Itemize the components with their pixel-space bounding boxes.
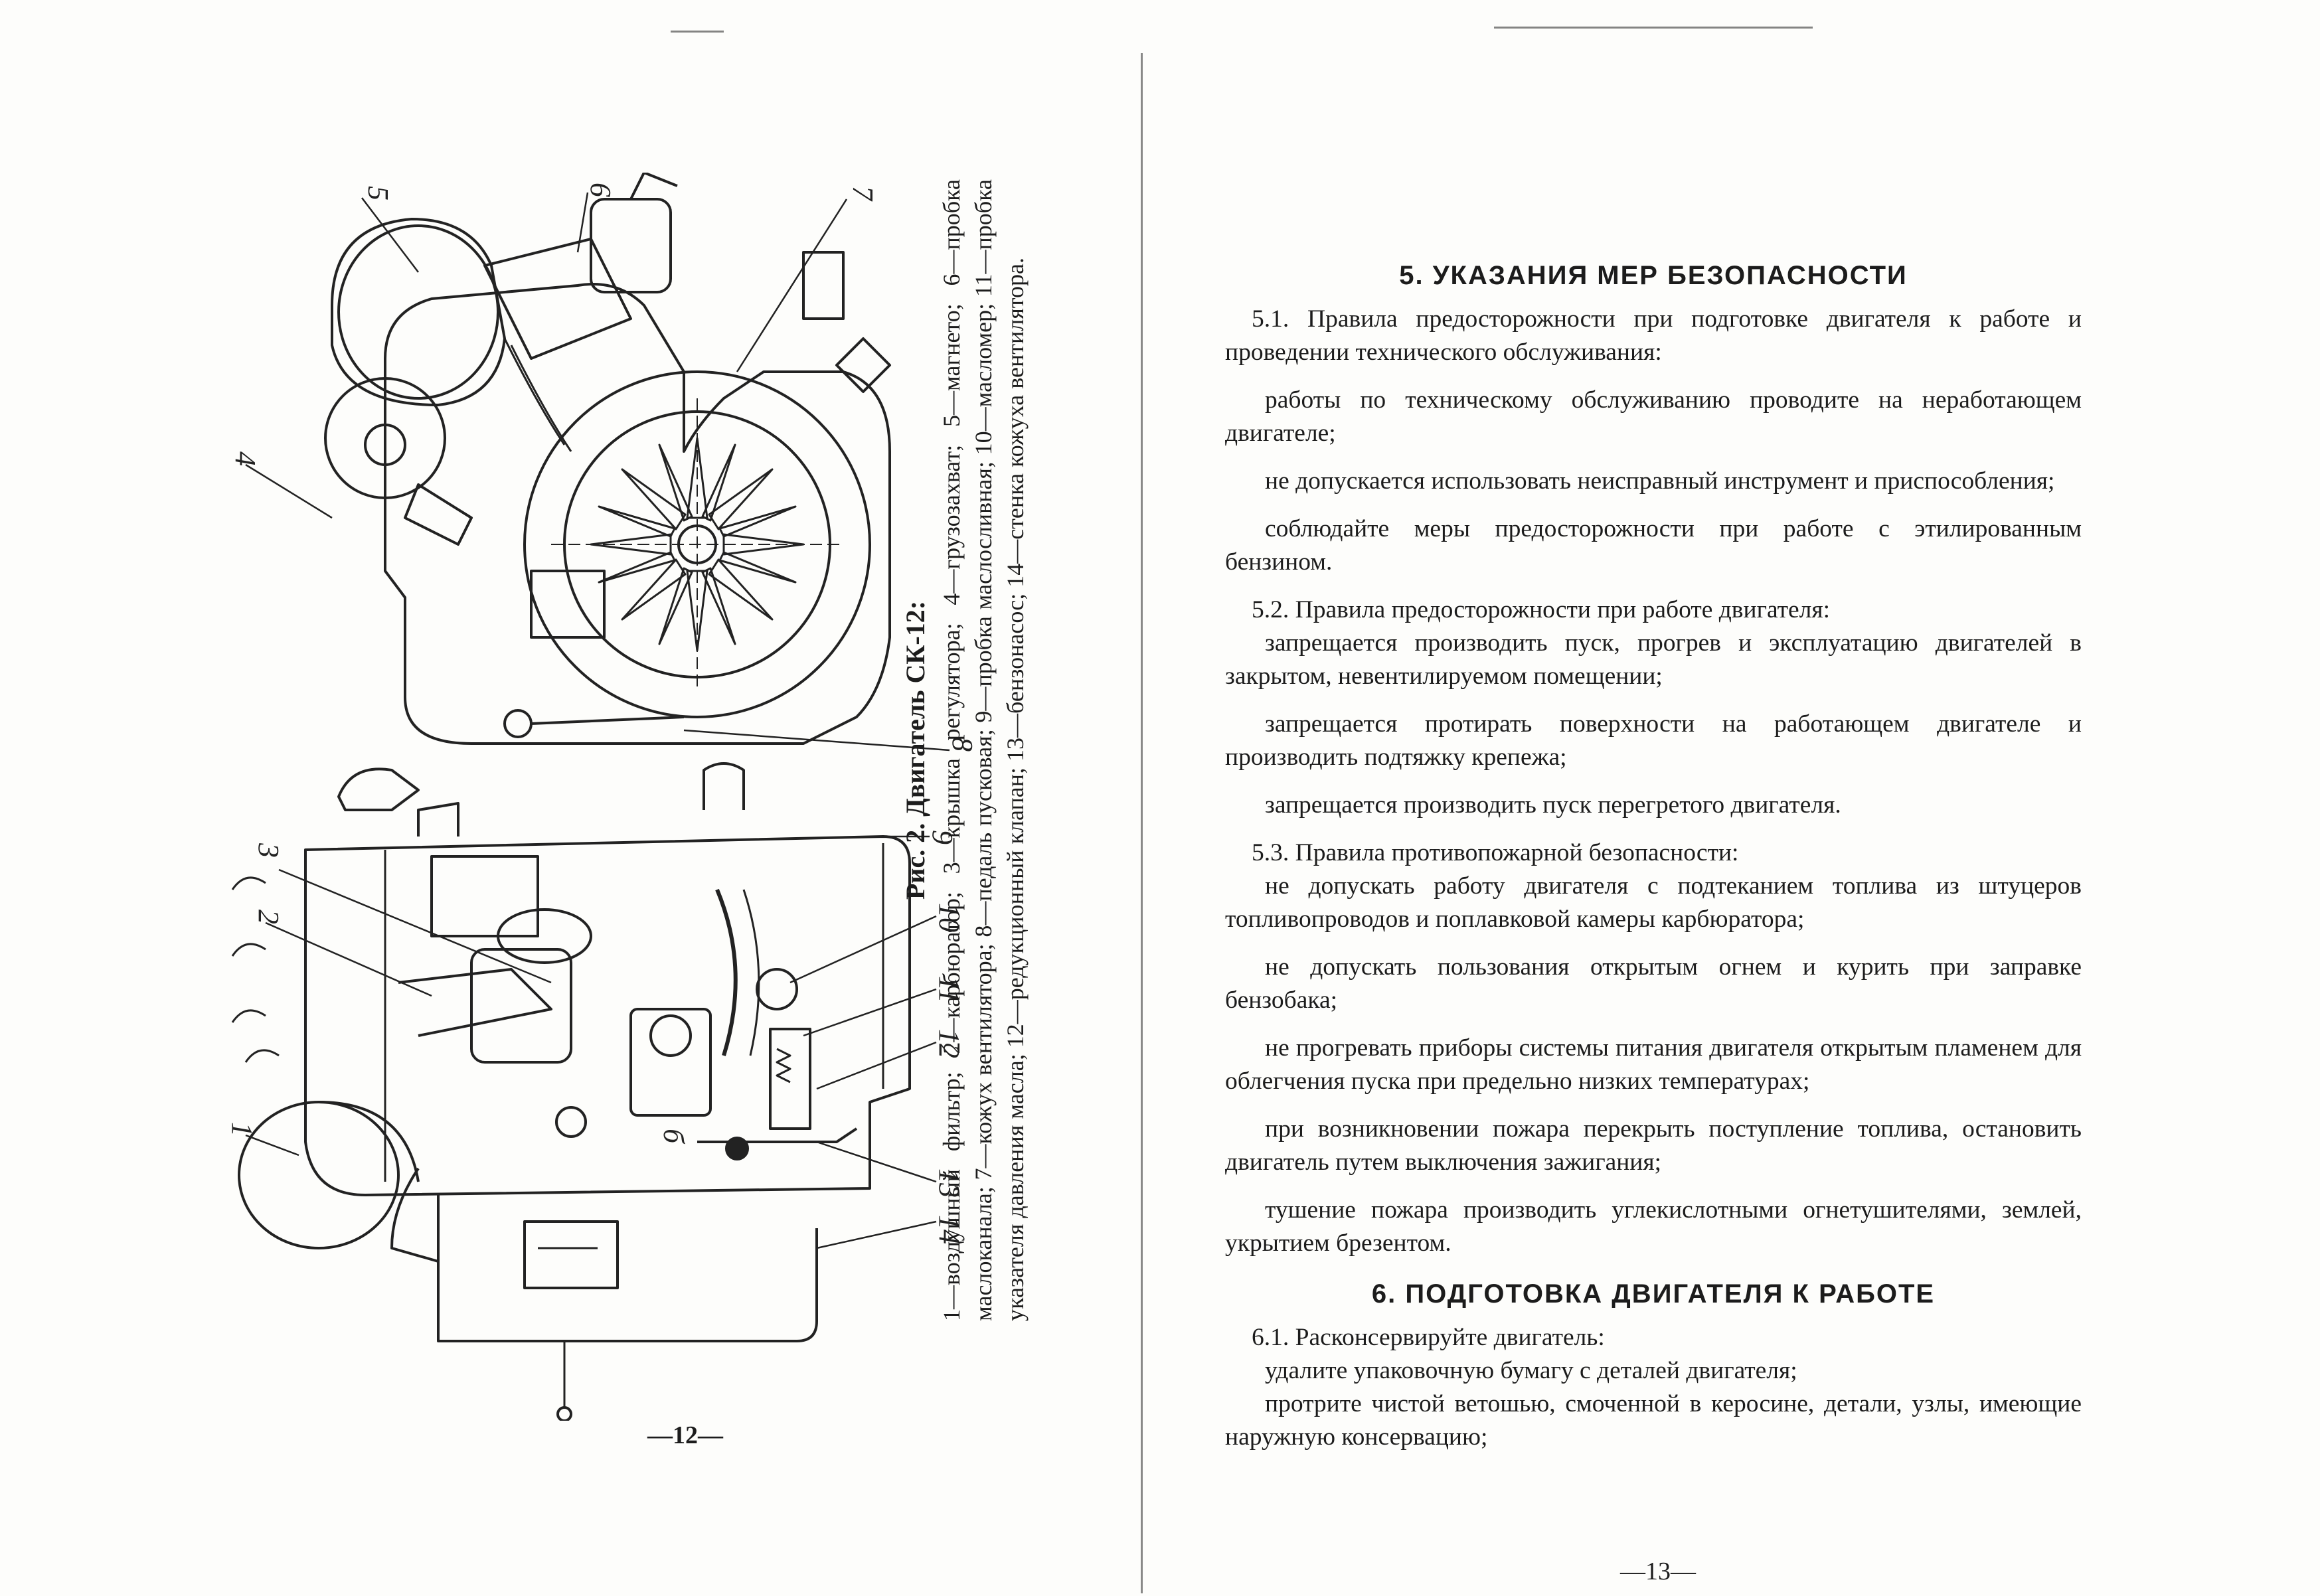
right-page-text: 5. УКАЗАНИЯ МЕР БЕЗОПАСНОСТИ 5.1. Правил… [1225,259,2082,1454]
section-5-title: 5. УКАЗАНИЯ МЕР БЕЗОПАСНОСТИ [1399,261,1908,290]
callout-11: 11 [933,976,965,1003]
callout-13: 13 [933,1168,965,1198]
callout-6: 6 [584,183,617,197]
paragraph-5-2-a: запрещается производить пуск, прогрев и … [1225,629,2082,690]
scan-edge-rule [671,31,724,33]
paragraph-5-3-b: не допускать пользования открытым огнем … [1225,953,2082,1014]
callout-b: б [657,1129,690,1145]
paragraph-6-1-b: протрите чистой ветошью, смоченной в кер… [1225,1390,2082,1451]
scan-edge-rule [1494,27,1813,29]
paragraph-5-2-c: запрещается производить пуск перегретого… [1265,791,1841,819]
engine-side-view [231,762,911,1421]
paragraph-5-3-e: тушение пожара производить углекислотным… [1225,1196,2082,1257]
paragraph-5-3-c: не прогревать приборы системы питания дв… [1225,1034,2082,1095]
callout-1: 1 [226,1122,258,1137]
page-number-right: —13— [1620,1557,1696,1585]
figure-caption: Рис. 2. Двигатель СК-12: 1—воздушный фил… [900,179,1099,1321]
callout-10: 10 [933,903,965,932]
callout-8: 8 [946,737,979,752]
callout-2: 2 [252,910,285,924]
paragraph-5-2: 5.2. Правила предосторожности при работе… [1252,596,1831,623]
paragraph-6-1: 6.1. Расконсервируйте двигатель: [1252,1324,1605,1351]
page-number-left: —12— [647,1421,723,1449]
caption-body: 1—воздушный фильтр; 2—карбюратор; 3—крыш… [938,179,1029,1321]
callout-7: 7 [847,186,879,202]
paragraph-5-1-c: соблюдайте меры предосторожности при раб… [1225,515,2082,576]
paragraph-5-3: 5.3. Правила противопожарной безопасност… [1252,839,1739,866]
callout-4: 4 [229,451,262,466]
caption-title: Рис. 2. Двигатель СК-12: [900,600,930,900]
callout-12: 12 [933,1029,965,1058]
callout-14: 14 [933,1215,965,1244]
paragraph-5-3-d: при возникновении пожара перекрыть посту… [1225,1115,2082,1176]
callout-leaders [245,192,950,1249]
paragraph-5-1: 5.1. Правила предосторожности при подгот… [1225,305,2082,366]
section-6-title: 6. ПОДГОТОВКА ДВИГАТЕЛЯ К РАБОТЕ [1371,1279,1936,1309]
engine-fan-view [324,173,891,745]
paragraph-5-1-a: работы по техническому обслуживанию пров… [1225,386,2082,447]
callout-9: 9 [926,830,959,844]
callout-3: 3 [252,842,285,858]
engine-figure: 5 6 7 4 8 9 10 11 12 13 14 3 2 1 б [226,173,979,1421]
paragraph-5-3-a: не допускать работу двигателя с подтекан… [1225,872,2082,933]
left-page: 5 6 7 4 8 9 10 11 12 13 14 3 2 1 б Рис. … [0,0,1142,1596]
callout-5: 5 [362,186,394,200]
paragraph-6-1-a: удалите упаковочную бумагу с деталей дви… [1265,1357,1797,1384]
page-gutter [1141,53,1143,1593]
paragraph-5-2-b: запрещается протирать поверхности на раб… [1225,710,2082,771]
paragraph-5-1-b: не допускается использовать неисправный … [1265,467,2055,495]
